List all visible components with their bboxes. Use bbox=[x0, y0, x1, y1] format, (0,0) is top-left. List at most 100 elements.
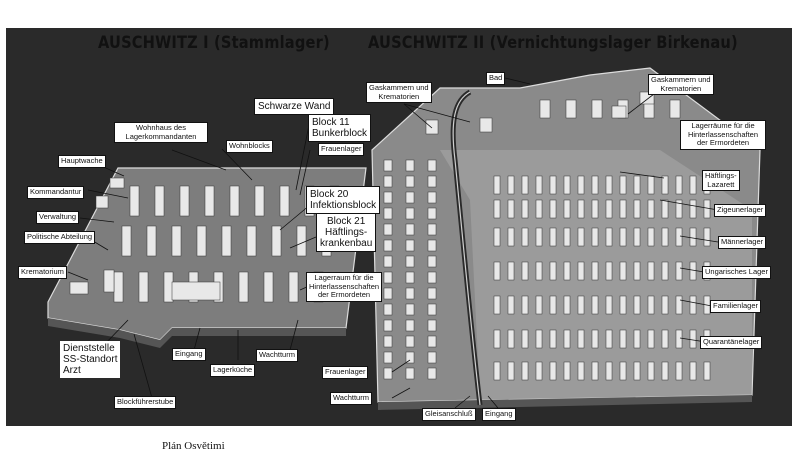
label-eingang-2: Eingang bbox=[482, 408, 516, 421]
barrack bbox=[633, 199, 641, 219]
barrack bbox=[427, 239, 437, 252]
barrack bbox=[577, 175, 585, 195]
barrack bbox=[591, 99, 603, 119]
label-dienststelle: Dienststelle SS-Standort Arzt bbox=[60, 341, 121, 378]
label-wachtturm-1: Wachtturm bbox=[256, 349, 298, 362]
camp-block bbox=[254, 185, 265, 217]
barrack bbox=[493, 295, 501, 315]
label-lagerkuche: Lagerküche bbox=[210, 364, 256, 377]
barrack bbox=[563, 295, 571, 315]
barrack bbox=[535, 199, 543, 219]
barrack bbox=[405, 223, 415, 236]
barrack bbox=[383, 351, 393, 364]
barrack bbox=[647, 175, 655, 195]
barrack bbox=[647, 227, 655, 247]
camp-block bbox=[113, 271, 124, 303]
barrack bbox=[427, 159, 437, 172]
crematorium-building bbox=[479, 117, 493, 133]
barrack bbox=[675, 361, 683, 381]
barrack bbox=[427, 335, 437, 348]
barrack bbox=[689, 199, 697, 219]
barrack bbox=[605, 227, 613, 247]
barrack bbox=[605, 199, 613, 219]
barrack bbox=[577, 227, 585, 247]
barrack bbox=[493, 175, 501, 195]
barrack bbox=[383, 335, 393, 348]
barrack bbox=[661, 199, 669, 219]
label-hauptwache: Hauptwache bbox=[58, 155, 106, 168]
barrack bbox=[427, 255, 437, 268]
label-eingang-1: Eingang bbox=[172, 348, 206, 361]
barrack bbox=[605, 175, 613, 195]
barrack bbox=[507, 199, 515, 219]
camp-block bbox=[103, 269, 115, 293]
barrack bbox=[605, 261, 613, 281]
barrack bbox=[619, 199, 627, 219]
barrack bbox=[521, 175, 529, 195]
barrack bbox=[619, 361, 627, 381]
barrack bbox=[549, 329, 557, 349]
label-wachtturm-2: Wachtturm bbox=[330, 392, 372, 405]
camp-block bbox=[146, 225, 157, 257]
barrack bbox=[563, 175, 571, 195]
barrack bbox=[507, 175, 515, 195]
barrack bbox=[427, 175, 437, 188]
barrack bbox=[383, 255, 393, 268]
camp-block bbox=[95, 195, 109, 209]
barrack bbox=[427, 303, 437, 316]
barrack bbox=[619, 329, 627, 349]
barrack bbox=[633, 175, 641, 195]
barrack bbox=[383, 367, 393, 380]
barrack bbox=[405, 303, 415, 316]
barrack bbox=[493, 261, 501, 281]
barrack bbox=[577, 199, 585, 219]
barrack bbox=[549, 199, 557, 219]
barrack bbox=[563, 329, 571, 349]
barrack bbox=[661, 227, 669, 247]
camp-block bbox=[138, 271, 149, 303]
camp-block bbox=[171, 225, 182, 257]
barrack bbox=[675, 261, 683, 281]
label-bad: Bad bbox=[486, 72, 506, 85]
barrack bbox=[647, 361, 655, 381]
barrack bbox=[383, 175, 393, 188]
barrack bbox=[507, 361, 515, 381]
barrack bbox=[427, 367, 437, 380]
barrack bbox=[549, 227, 557, 247]
camp-block bbox=[196, 225, 207, 257]
camp-block bbox=[238, 271, 249, 303]
camp-block bbox=[229, 185, 240, 217]
barrack bbox=[549, 261, 557, 281]
label-familienlager: Familienlager bbox=[710, 300, 762, 313]
barrack bbox=[669, 99, 681, 119]
barrack bbox=[535, 261, 543, 281]
barrack bbox=[633, 295, 641, 315]
auschwitz-2-blocks bbox=[383, 91, 711, 381]
barrack bbox=[507, 227, 515, 247]
barrack bbox=[383, 159, 393, 172]
camp-block bbox=[271, 225, 282, 257]
label-ungarisches-lager: Ungarisches Lager bbox=[702, 266, 771, 279]
label-politische-abteilung: Politische Abteilung bbox=[24, 231, 96, 244]
camp-block bbox=[246, 225, 257, 257]
barrack bbox=[591, 329, 599, 349]
barrack bbox=[647, 261, 655, 281]
label-krematorium-1: Krematorium bbox=[18, 266, 67, 279]
barrack bbox=[675, 175, 683, 195]
barrack bbox=[703, 227, 711, 247]
barrack bbox=[405, 239, 415, 252]
rail-track-inner bbox=[452, 91, 481, 406]
camp-block bbox=[121, 225, 132, 257]
barrack bbox=[549, 295, 557, 315]
label-gaskammern-left: Gaskammern und Krematorien bbox=[366, 82, 432, 104]
barrack bbox=[675, 227, 683, 247]
barrack bbox=[661, 261, 669, 281]
barrack bbox=[633, 329, 641, 349]
camp-block bbox=[109, 177, 125, 189]
barrack bbox=[605, 361, 613, 381]
barrack bbox=[703, 199, 711, 219]
camp-block bbox=[171, 281, 221, 301]
barrack bbox=[507, 261, 515, 281]
barrack bbox=[633, 361, 641, 381]
barrack bbox=[549, 175, 557, 195]
